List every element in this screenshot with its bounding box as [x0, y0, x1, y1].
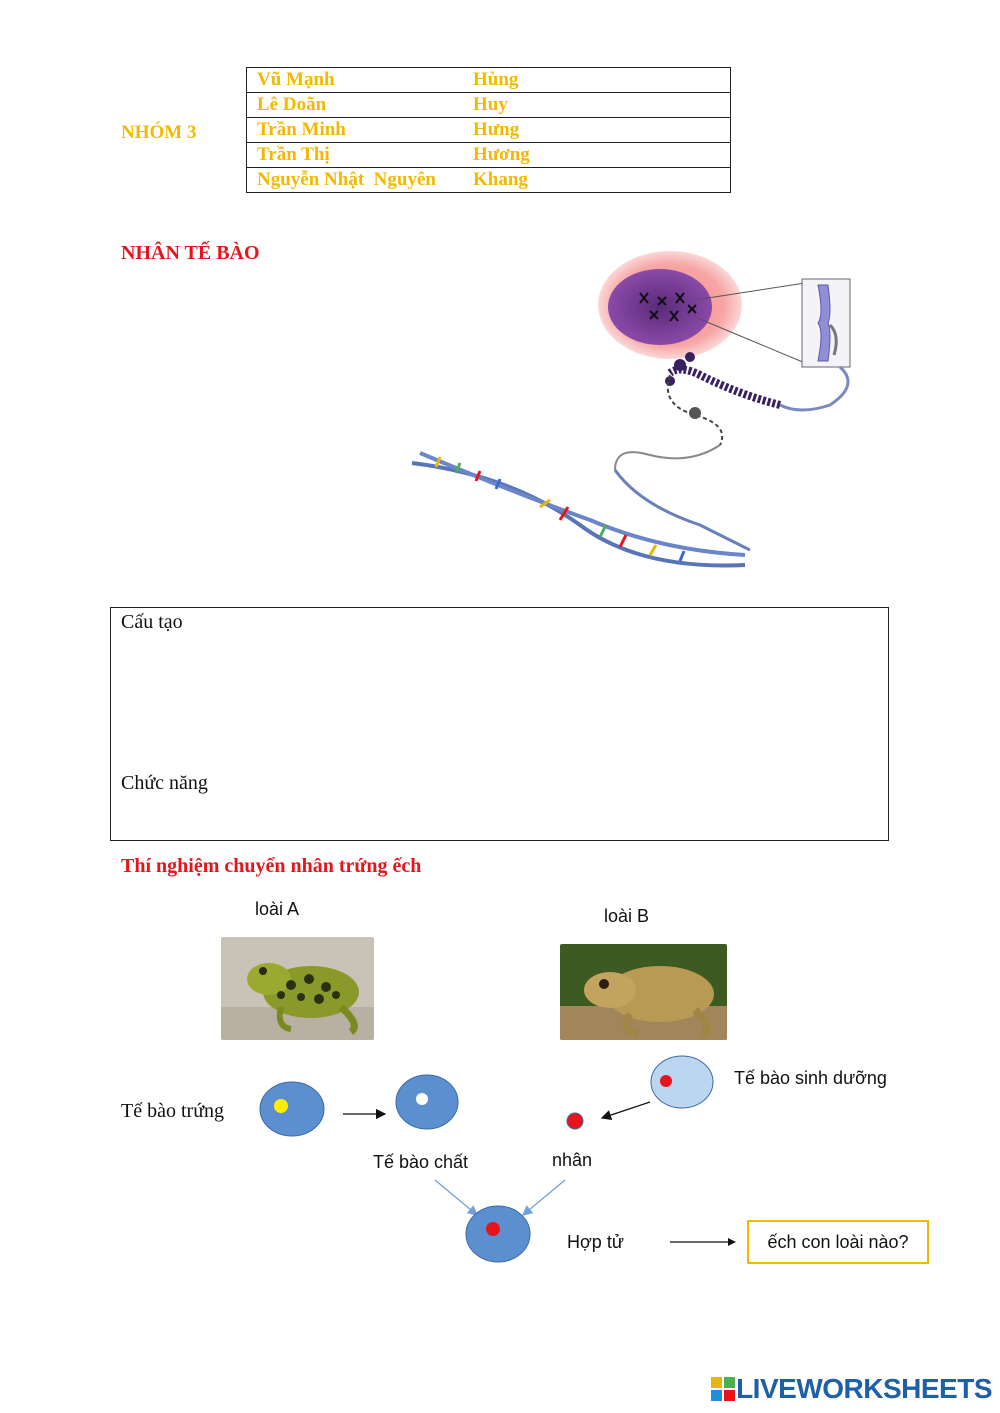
liveworksheets-logo[interactable]: LIVEWORKSHEETS [710, 1373, 992, 1405]
egg-cell-icon [259, 1081, 325, 1137]
member-first-name: Vũ Mạnh [246, 67, 473, 93]
somatic-cell-label: Tế bào sinh dưỡng [734, 1068, 887, 1088]
somatic-cell-icon [650, 1055, 714, 1109]
experiment-title: Thí nghiệm chuyển nhân trứng ếch [121, 855, 422, 877]
frog-b-image [560, 944, 727, 1040]
member-first-name: Trần Minh [246, 117, 473, 143]
zygote-label: Hợp tử [567, 1232, 624, 1252]
egg-cell-label: Tế bào trứng [121, 1100, 225, 1122]
member-last-name: Huy [473, 92, 731, 118]
member-first-name: Trần Thị [246, 142, 473, 168]
nuclear-transfer-diagram [259, 1055, 714, 1263]
red-nucleus-icon [566, 1112, 584, 1130]
cytoplasm-label: Tế bào chất [373, 1152, 469, 1172]
question-box: ếch con loài nào? [747, 1220, 929, 1264]
zygote-icon [465, 1205, 531, 1263]
member-first-name: Lê Doãn [246, 92, 473, 118]
structure-label: Cấu tạo [121, 611, 183, 633]
group-label: NHÓM 3 [121, 122, 197, 143]
answer-area[interactable] [110, 607, 889, 841]
function-label: Chức năng [121, 772, 208, 794]
liveworksheets-logo-icon [711, 1377, 736, 1401]
frog-a-image [221, 937, 374, 1040]
species-a-label: loài A [255, 899, 300, 919]
arrow-to-question-icon [670, 1238, 736, 1246]
member-last-name: Khang [473, 167, 731, 193]
species-b-label: loài B [604, 906, 650, 926]
member-last-name: Hưng [473, 117, 731, 143]
cell-nucleus-dna-icon [411, 251, 851, 568]
member-last-name: Hùng [473, 67, 731, 93]
member-last-name: Hương [473, 142, 731, 168]
yellow-nucleus-icon [274, 1099, 288, 1113]
logo-text: LIVEWORKSHEETS [736, 1373, 992, 1404]
section-title-nucleus: NHÂN TẾ BÀO [121, 242, 260, 264]
member-first-name: Nguyễn Nhật Nguyên [246, 167, 473, 193]
nucleus-label: nhân [552, 1150, 593, 1170]
